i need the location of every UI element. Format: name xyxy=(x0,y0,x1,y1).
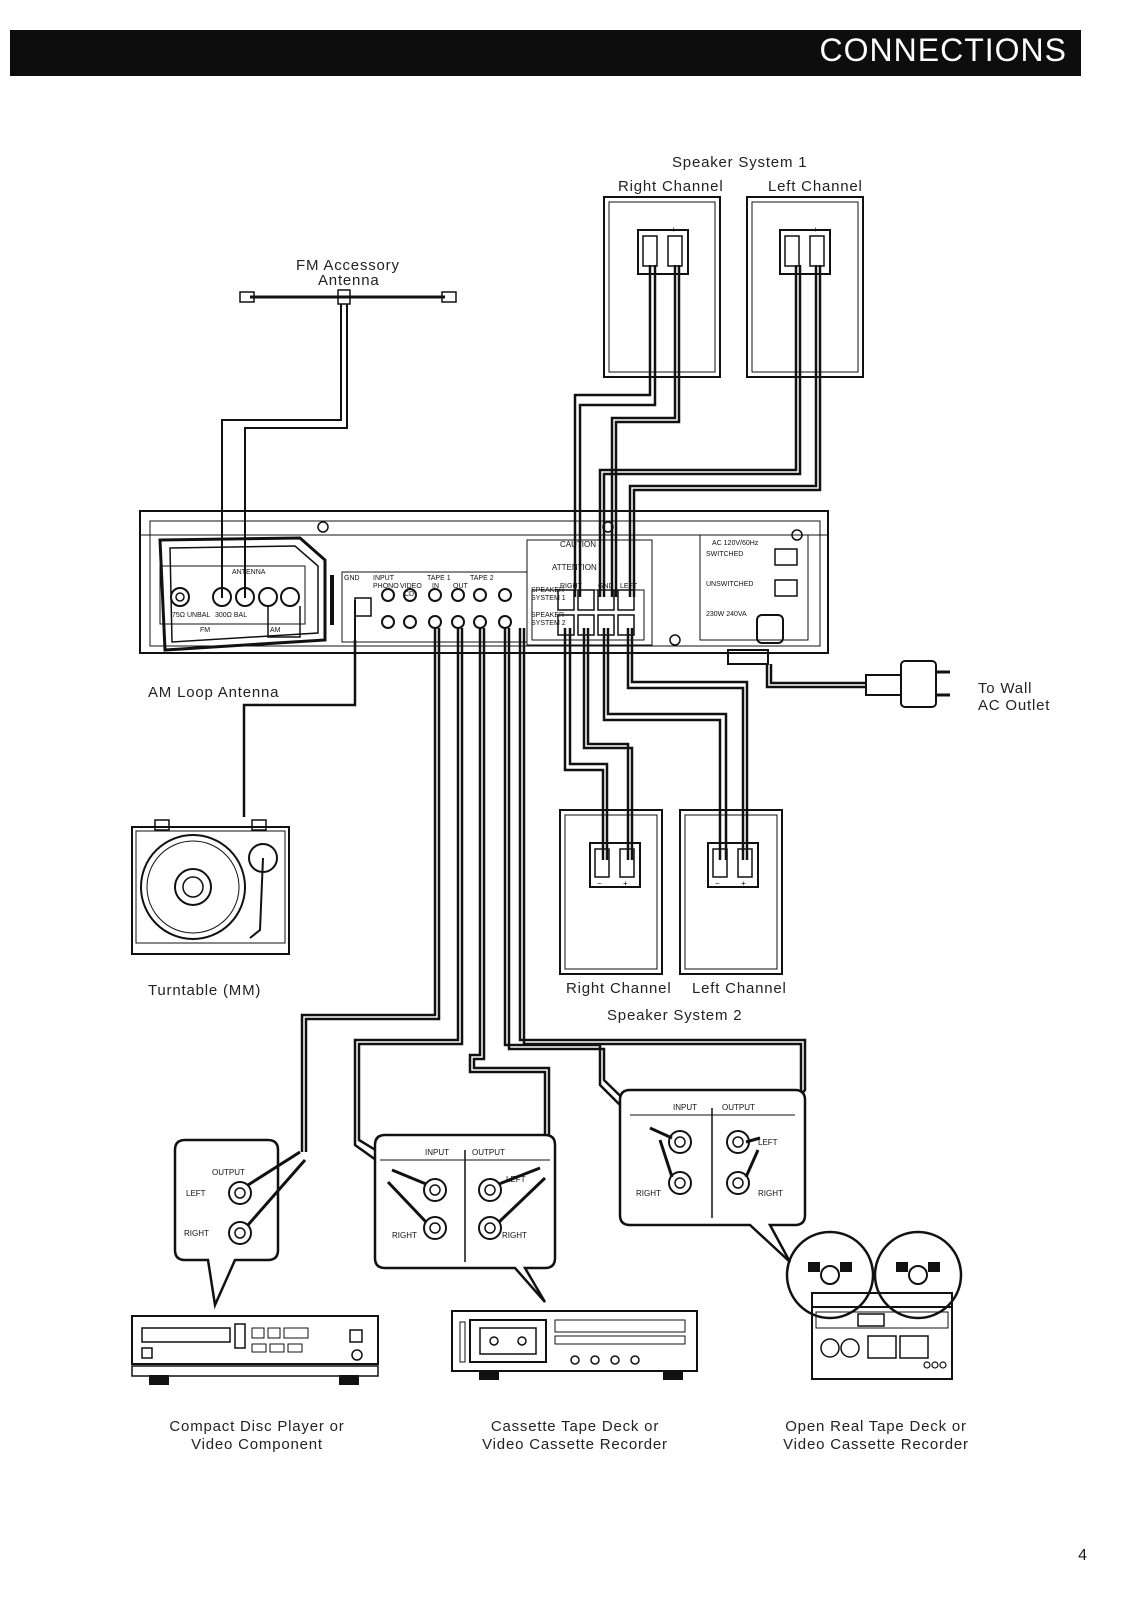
ss1-left-label: Left Channel xyxy=(768,178,863,195)
panel-speaker-1: SPEAKER xyxy=(531,587,564,594)
am-loop-label: AM Loop Antenna xyxy=(148,684,280,701)
wall-label-2: AC Outlet xyxy=(978,697,1051,714)
speaker-wires xyxy=(563,265,822,860)
panel-tape2: TAPE 2 xyxy=(470,575,494,582)
ss1-right-minus: − xyxy=(645,225,650,234)
panel-power: 230W 240VA xyxy=(706,611,747,618)
cassette-label-2: Video Cassette Recorder xyxy=(482,1436,668,1453)
ss1-right-plus: + xyxy=(671,225,676,234)
cassette-right-out-label: RIGHT xyxy=(502,1231,527,1240)
speaker-system-2-title: Speaker System 2 xyxy=(607,1007,743,1024)
reel-label-1: Open Real Tape Deck or xyxy=(785,1418,967,1435)
panel-speaker-2: SPEAKER xyxy=(531,612,564,619)
am-loop-antenna xyxy=(158,536,334,652)
ss2-right-plus: + xyxy=(623,879,628,888)
panel-caution: CAUTION xyxy=(560,540,596,549)
speaker-2-right xyxy=(559,809,663,975)
panel-system-2: SYSTEM 2 xyxy=(531,620,566,627)
turntable-label: Turntable (MM) xyxy=(148,982,262,999)
cassette-output-label: OUTPUT xyxy=(472,1148,505,1157)
panel-phono: PHONO xyxy=(373,583,399,590)
reel-input-label: INPUT xyxy=(673,1103,697,1112)
ss2-left-minus: − xyxy=(715,879,720,888)
reel-left-label: LEFT xyxy=(758,1138,778,1147)
ss1-right-label: Right Channel xyxy=(618,178,724,195)
cd-right-label: RIGHT xyxy=(184,1229,209,1238)
panel-cd: CD xyxy=(404,591,414,598)
ss2-left-plus: + xyxy=(741,879,746,888)
cd-callout xyxy=(173,1138,307,1310)
ss2-right-label: Right Channel xyxy=(566,980,672,997)
reel-output-label: OUTPUT xyxy=(722,1103,755,1112)
cd-player xyxy=(131,1315,379,1385)
cd-label-1: Compact Disc Player or xyxy=(169,1418,345,1435)
wall-label-1: To Wall xyxy=(978,680,1033,697)
reel-right-out-label: RIGHT xyxy=(758,1189,783,1198)
ac-power-cord xyxy=(765,660,950,708)
speaker-system-1-title: Speaker System 1 xyxy=(672,154,808,171)
panel-input: INPUT xyxy=(373,575,395,582)
panel-out: OUT xyxy=(453,583,469,590)
panel-left: LEFT xyxy=(620,583,638,590)
cassette-input-label: INPUT xyxy=(425,1148,449,1157)
panel-in: IN xyxy=(432,583,439,590)
panel-fm-300: 300Ω BAL xyxy=(215,612,247,619)
fm-antenna xyxy=(221,289,457,598)
panel-unswitched: UNSWITCHED xyxy=(706,581,753,588)
terminal-signs: − + − + − + − + xyxy=(597,225,818,888)
panel-tape1: TAPE 1 xyxy=(427,575,451,582)
panel-gnd-input: GND xyxy=(344,575,360,582)
reel-callout xyxy=(618,1088,807,1263)
panel-antenna: ANTENNA xyxy=(232,569,266,576)
cassette-left-label: LEFT xyxy=(506,1175,526,1184)
speaker-1-right xyxy=(603,196,721,378)
cd-label-2: Video Component xyxy=(191,1436,323,1453)
speaker-2-left xyxy=(679,809,783,975)
page-number: 4 xyxy=(1078,1547,1087,1564)
panel-fm-75: 75Ω UNBAL xyxy=(172,612,210,619)
reel-deck xyxy=(785,1230,963,1380)
panel-fm: FM xyxy=(200,627,210,634)
turntable xyxy=(131,600,357,955)
header-bar: CONNECTIONS xyxy=(10,30,1081,76)
cassette-callout xyxy=(373,1133,557,1303)
callout-labels: OUTPUT LEFT RIGHT INPUT OUTPUT LEFT RIGH… xyxy=(184,1103,783,1240)
cassette-deck xyxy=(451,1310,698,1380)
cassette-label-1: Cassette Tape Deck or xyxy=(490,1418,660,1435)
panel-video: VIDEO xyxy=(400,583,422,590)
panel-markings: CAUTION ATTENTION SPEAKER SYSTEM 1 SPEAK… xyxy=(172,540,759,634)
panel-ac-rating: AC 120V/60Hz xyxy=(712,540,759,547)
panel-right: RIGHT xyxy=(560,583,583,590)
fm-antenna-label-1: FM Accessory xyxy=(296,257,400,274)
cd-left-label: LEFT xyxy=(186,1189,206,1198)
panel-gnd: GND xyxy=(598,583,614,590)
panel-system-1: SYSTEM 1 xyxy=(531,595,566,602)
ss2-right-minus: − xyxy=(597,879,602,888)
cassette-right-in-label: RIGHT xyxy=(392,1231,417,1240)
panel-switched: SWITCHED xyxy=(706,551,743,558)
panel-am: AM xyxy=(270,627,281,634)
speaker-1-left xyxy=(746,196,864,378)
reel-label-2: Video Cassette Recorder xyxy=(783,1436,969,1453)
reel-right-in-label: RIGHT xyxy=(636,1189,661,1198)
ss1-left-plus: + xyxy=(813,225,818,234)
cd-output-label: OUTPUT xyxy=(212,1168,245,1177)
ss1-left-minus: − xyxy=(787,225,792,234)
ss2-left-label: Left Channel xyxy=(692,980,787,997)
panel-attention: ATTENTION xyxy=(552,563,597,572)
fm-antenna-label-2: Antenna xyxy=(318,272,380,289)
page-title: CONNECTIONS xyxy=(819,32,1067,68)
